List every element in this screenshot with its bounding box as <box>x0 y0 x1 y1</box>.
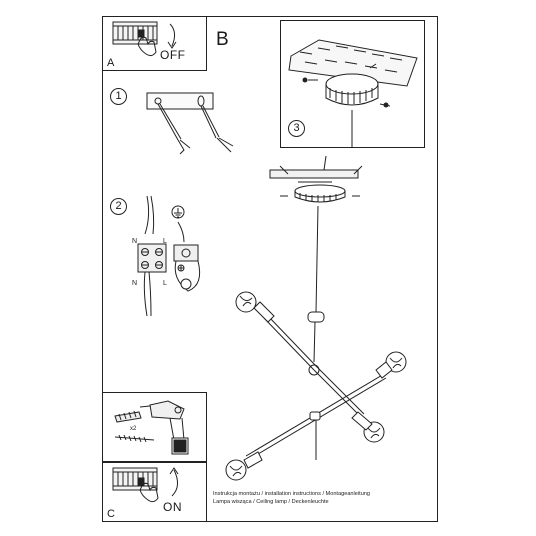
terminal-block-illustration <box>137 195 167 317</box>
instruction-sheet-frame <box>102 16 438 522</box>
canopy-detail-illustration <box>288 39 418 148</box>
footer-product-line: Lampa wisząca / Ceiling lamp / Deckenleu… <box>213 499 329 505</box>
curved-arrow-up-icon <box>171 469 178 497</box>
terminal-label-l-bottom: L <box>163 280 167 287</box>
bulb-upper-left <box>235 291 275 323</box>
step-1-marker: 1 <box>110 88 127 105</box>
panel-a-label: A <box>107 57 115 69</box>
ceiling-plate-illustration <box>269 155 363 203</box>
panel-c-label: C <box>107 508 115 520</box>
step-3-marker: 3 <box>288 120 305 137</box>
hand-icon <box>137 36 157 57</box>
wall-plug-quantity: x2 <box>130 426 137 432</box>
step-1-number: 1 <box>115 90 122 102</box>
bulb-upper-right <box>375 351 407 379</box>
terminal-label-n-top: N <box>132 238 138 245</box>
footer-instructions-line: Instrukcja montażu / installation instru… <box>213 491 371 497</box>
screw-icon <box>114 434 155 443</box>
wall-plug-icon <box>114 410 142 423</box>
section-b-label: B <box>216 29 229 50</box>
cord-adjuster <box>307 311 325 323</box>
ground-terminal-illustration <box>171 205 201 292</box>
bulb-lower-right <box>351 411 385 443</box>
bulb-lower-left <box>225 451 263 481</box>
off-text: OFF <box>160 48 186 62</box>
step-2-number: 2 <box>115 200 122 212</box>
arm-upper-left-to-lower-right <box>263 315 365 417</box>
terminal-label-n-bottom: N <box>132 280 138 287</box>
on-text: ON <box>163 500 182 514</box>
ceiling-box-wires-illustration <box>146 92 234 155</box>
suspension-wire <box>315 205 319 313</box>
drill-icon <box>139 400 189 455</box>
terminal-label-l-top: L <box>163 238 167 245</box>
step-3-number: 3 <box>293 122 300 134</box>
curved-arrow-down-icon <box>169 23 176 47</box>
fuse-box-icon <box>112 21 158 45</box>
hand-icon <box>139 482 159 503</box>
fuse-box-icon <box>112 467 158 491</box>
step-2-marker: 2 <box>110 198 127 215</box>
